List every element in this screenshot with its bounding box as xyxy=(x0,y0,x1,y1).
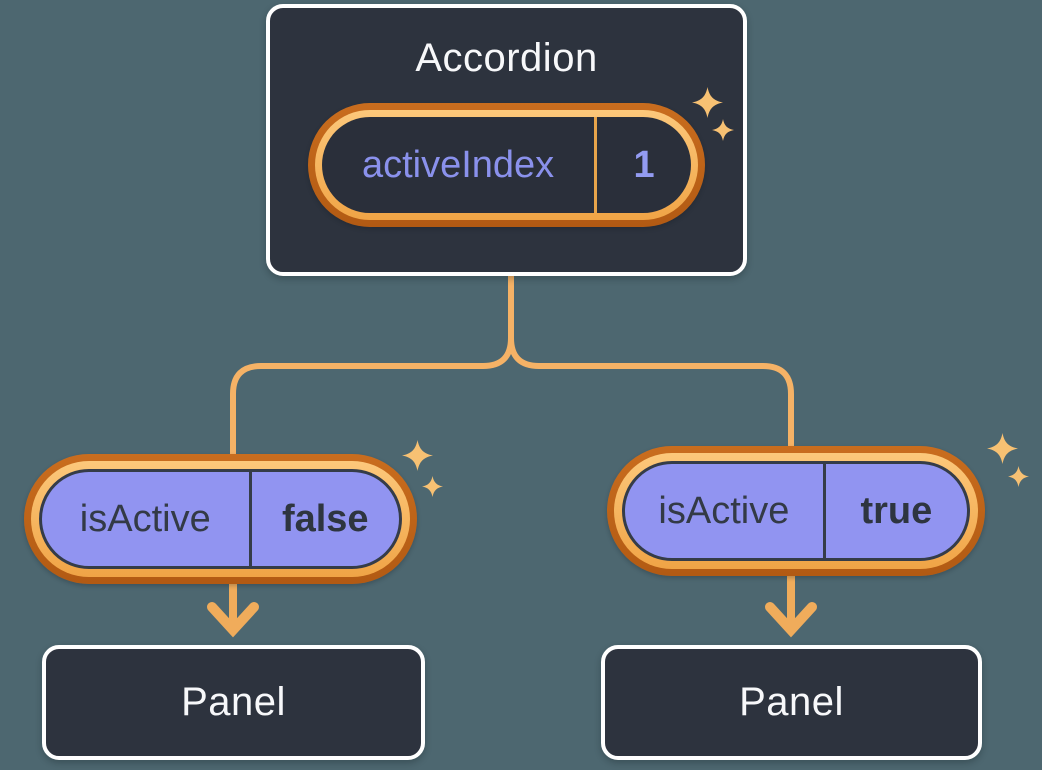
panel-box-right: Panel xyxy=(601,645,982,760)
prop-pill-highlight-ring: isActive false xyxy=(31,461,410,577)
prop-pill-core: isActive false xyxy=(39,469,402,569)
state-name: activeIndex xyxy=(361,143,555,186)
state-pill-highlight-ring: activeIndex 1 xyxy=(315,110,698,220)
state-pill: activeIndex 1 xyxy=(308,103,705,227)
sparkle-icon-small xyxy=(422,476,443,497)
state-pill-core: activeIndex 1 xyxy=(322,117,691,213)
sparkle-icon-small xyxy=(1008,466,1029,487)
arrow-head-icon xyxy=(765,602,817,638)
sparkle-icon-large xyxy=(692,87,723,118)
prop-value: false xyxy=(281,497,369,540)
pill-divider xyxy=(822,464,826,558)
component-title: Accordion xyxy=(415,36,598,80)
prop-pill-highlight-ring: isActive true xyxy=(614,453,978,569)
prop-name: isActive xyxy=(79,497,211,540)
prop-pill-core: isActive true xyxy=(622,461,970,561)
arrow-down-right xyxy=(765,576,817,638)
state-value: 1 xyxy=(633,143,655,186)
pill-divider xyxy=(248,472,252,566)
sparkle-icon-large xyxy=(987,433,1018,464)
sparkle-icon-large xyxy=(402,440,433,471)
panel-title: Panel xyxy=(181,680,286,724)
arrow-head-icon xyxy=(207,602,259,638)
panel-title: Panel xyxy=(739,680,844,724)
sparkle-icon-small xyxy=(712,119,734,141)
prop-name: isActive xyxy=(658,489,790,532)
prop-value: true xyxy=(860,489,933,532)
arrow-down-left xyxy=(207,580,259,638)
panel-box-left: Panel xyxy=(42,645,425,760)
connector-right-branch xyxy=(508,269,794,619)
pill-divider xyxy=(594,117,598,213)
prop-pill-right: isActive true xyxy=(607,446,985,576)
prop-pill-left: isActive false xyxy=(24,454,417,584)
